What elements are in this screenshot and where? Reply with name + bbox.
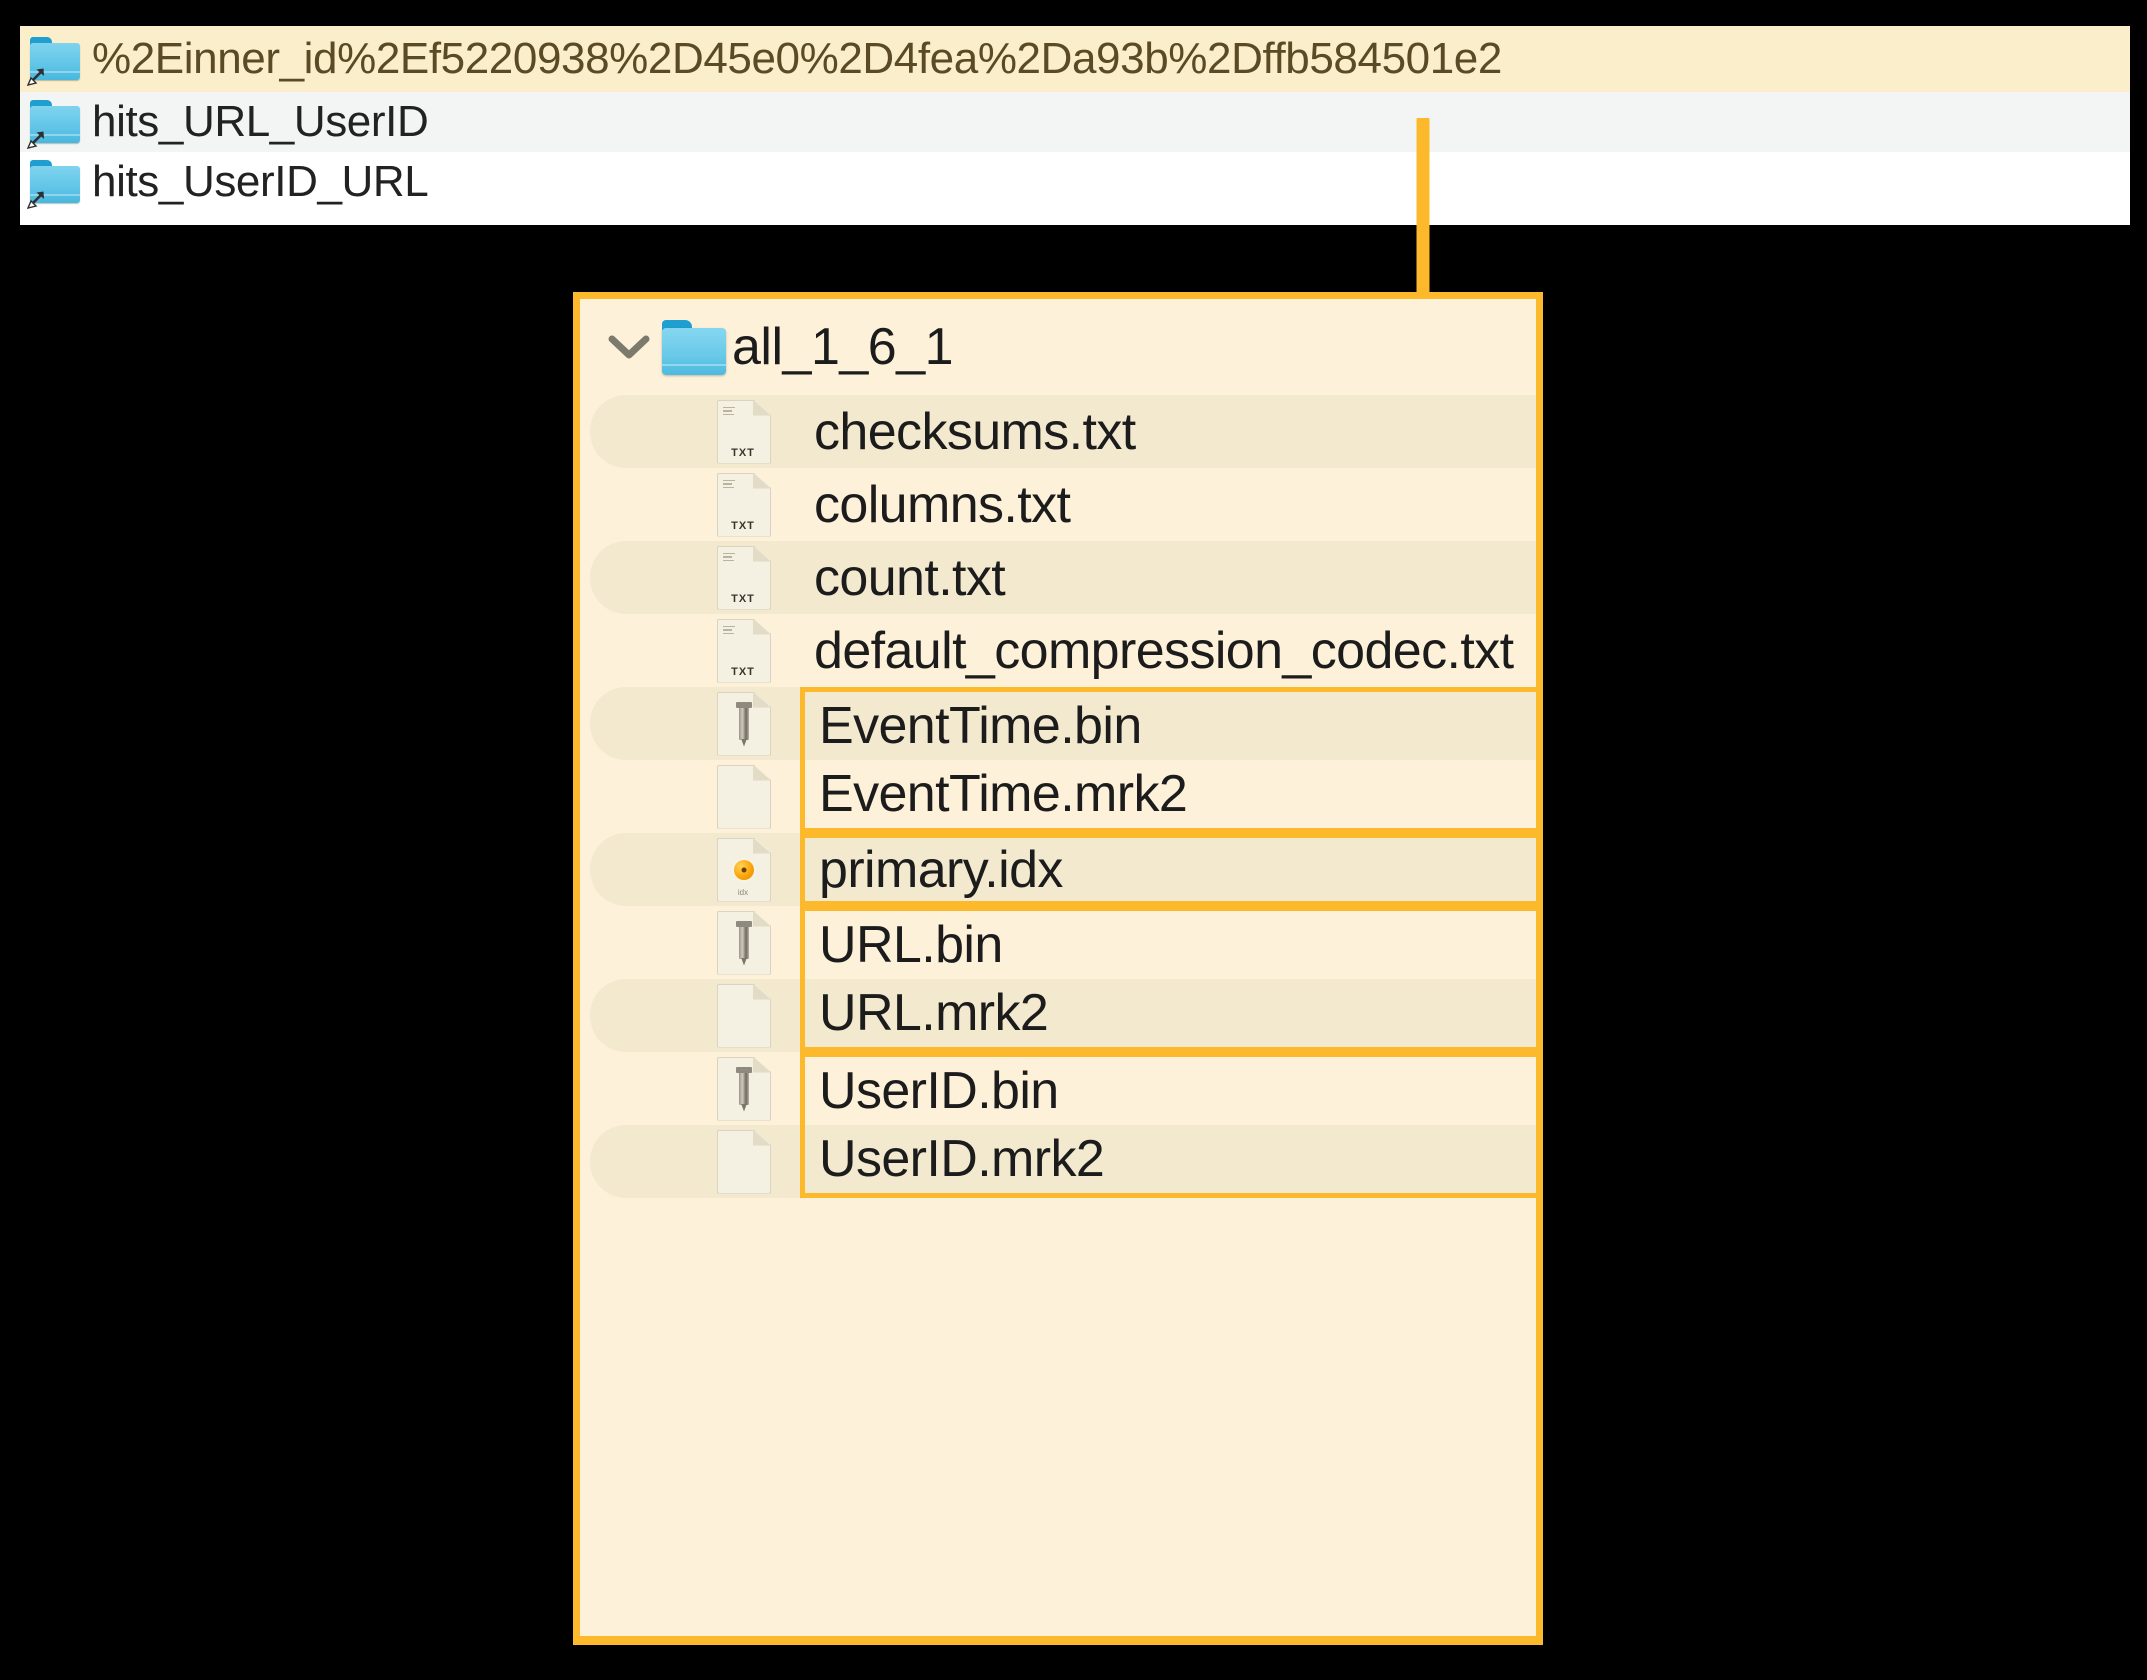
folder-icon: [658, 319, 732, 375]
file-name-label: default_compression_codec.txt: [814, 621, 1514, 680]
chevron-down-icon[interactable]: [600, 332, 658, 362]
file-name-label: UserID.bin: [819, 1062, 1059, 1120]
file-name-cell-highlighted: primary.idx: [800, 833, 1536, 906]
file-row[interactable]: TXT checksums.txt: [580, 395, 1536, 468]
file-name-label: checksums.txt: [814, 402, 1136, 461]
mrk-file-icon: [688, 983, 800, 1048]
file-name-cell-highlighted: URL.mrk2: [800, 979, 1536, 1052]
folder-shortcut-icon: [20, 100, 92, 149]
file-row[interactable]: TXT default_compression_codec.txt: [580, 614, 1536, 687]
list-item-label: hits_UserID_URL: [92, 157, 429, 206]
bin-file-icon: [688, 910, 800, 975]
folder-name-label: all_1_6_1: [732, 318, 954, 376]
file-row[interactable]: idx primary.idx: [580, 833, 1536, 906]
file-name-cell: count.txt: [800, 541, 1536, 614]
file-row[interactable]: TXT count.txt: [580, 541, 1536, 614]
file-ext-label: idx: [737, 887, 749, 897]
txt-file-icon: TXT: [688, 618, 800, 683]
bin-file-icon: [688, 1056, 800, 1121]
file-row[interactable]: URL.mrk2: [580, 979, 1536, 1052]
folder-shortcut-icon: [20, 160, 92, 209]
txt-file-icon: TXT: [688, 399, 800, 464]
list-item[interactable]: %2Einner_id%2Ef5220938%2D45e0%2D4fea%2Da…: [20, 26, 2130, 92]
list-item-label: %2Einner_id%2Ef5220938%2D45e0%2D4fea%2Da…: [92, 34, 1502, 83]
file-name-cell-highlighted: UserID.bin: [800, 1052, 1536, 1125]
file-name-cell: columns.txt: [800, 468, 1536, 541]
file-row[interactable]: UserID.bin: [580, 1052, 1536, 1125]
file-row[interactable]: EventTime.bin: [580, 687, 1536, 760]
file-name-cell-highlighted: UserID.mrk2: [800, 1125, 1536, 1198]
idx-file-icon: idx: [688, 837, 800, 902]
file-name-cell: default_compression_codec.txt: [800, 614, 1536, 687]
txt-file-icon: TXT: [688, 472, 800, 537]
file-row[interactable]: TXT columns.txt: [580, 468, 1536, 541]
folder-shortcut-icon: [20, 37, 92, 86]
list-item[interactable]: hits_UserID_URL: [20, 152, 2130, 212]
file-name-label: URL.bin: [819, 916, 1003, 974]
file-name-label: primary.idx: [819, 840, 1063, 899]
file-ext-label: TXT: [731, 592, 755, 605]
file-ext-label: TXT: [731, 665, 755, 678]
file-name-cell: checksums.txt: [800, 395, 1536, 468]
file-row[interactable]: EventTime.mrk2: [580, 760, 1536, 833]
file-ext-label: TXT: [731, 519, 755, 532]
mrk-file-icon: [688, 1129, 800, 1194]
expanded-folder-panel: all_1_6_1 TXT checksums.txt TXT columns.…: [573, 292, 1543, 1645]
file-name-cell-highlighted: URL.bin: [800, 906, 1536, 979]
txt-file-icon: TXT: [688, 545, 800, 610]
list-item-label: hits_URL_UserID: [92, 97, 429, 146]
bin-file-icon: [688, 691, 800, 756]
file-name-cell-highlighted: EventTime.mrk2: [800, 760, 1536, 833]
file-name-label: EventTime.bin: [819, 697, 1142, 755]
file-row[interactable]: URL.bin: [580, 906, 1536, 979]
file-row[interactable]: UserID.mrk2: [580, 1125, 1536, 1198]
file-name-label: count.txt: [814, 548, 1006, 607]
file-name-label: EventTime.mrk2: [819, 765, 1188, 823]
file-name-cell-highlighted: EventTime.bin: [800, 687, 1536, 760]
file-name-label: columns.txt: [814, 475, 1071, 534]
file-name-label: UserID.mrk2: [819, 1130, 1105, 1188]
list-item[interactable]: hits_URL_UserID: [20, 92, 2130, 152]
folder-header-row[interactable]: all_1_6_1: [580, 299, 1536, 395]
file-ext-label: TXT: [731, 446, 755, 459]
mrk-file-icon: [688, 764, 800, 829]
folder-list-panel: %2Einner_id%2Ef5220938%2D45e0%2D4fea%2Da…: [20, 26, 2130, 225]
file-name-label: URL.mrk2: [819, 984, 1049, 1042]
